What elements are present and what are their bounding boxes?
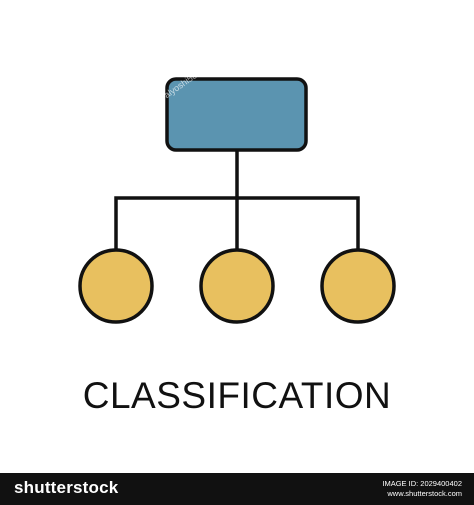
footer-meta: IMAGE ID: 2029400402 www.shutterstock.co… [382,479,462,499]
footer-bar: shutterstock IMAGE ID: 2029400402 www.sh… [0,473,474,505]
hierarchy-icon [78,77,396,324]
footer-site[interactable]: www.shutterstock.com [387,489,462,498]
connector-lines [114,150,360,250]
child-circle-right-icon [320,248,396,324]
footer-logo[interactable]: shutterstock [14,478,119,497]
child-circle-center-icon [199,248,275,324]
parent-box-icon [165,77,308,152]
caption-title: CLASSIFICATION [82,375,392,416]
footer-image-id: IMAGE ID: 2029400402 [382,479,462,488]
child-circle-left-icon [78,248,154,324]
